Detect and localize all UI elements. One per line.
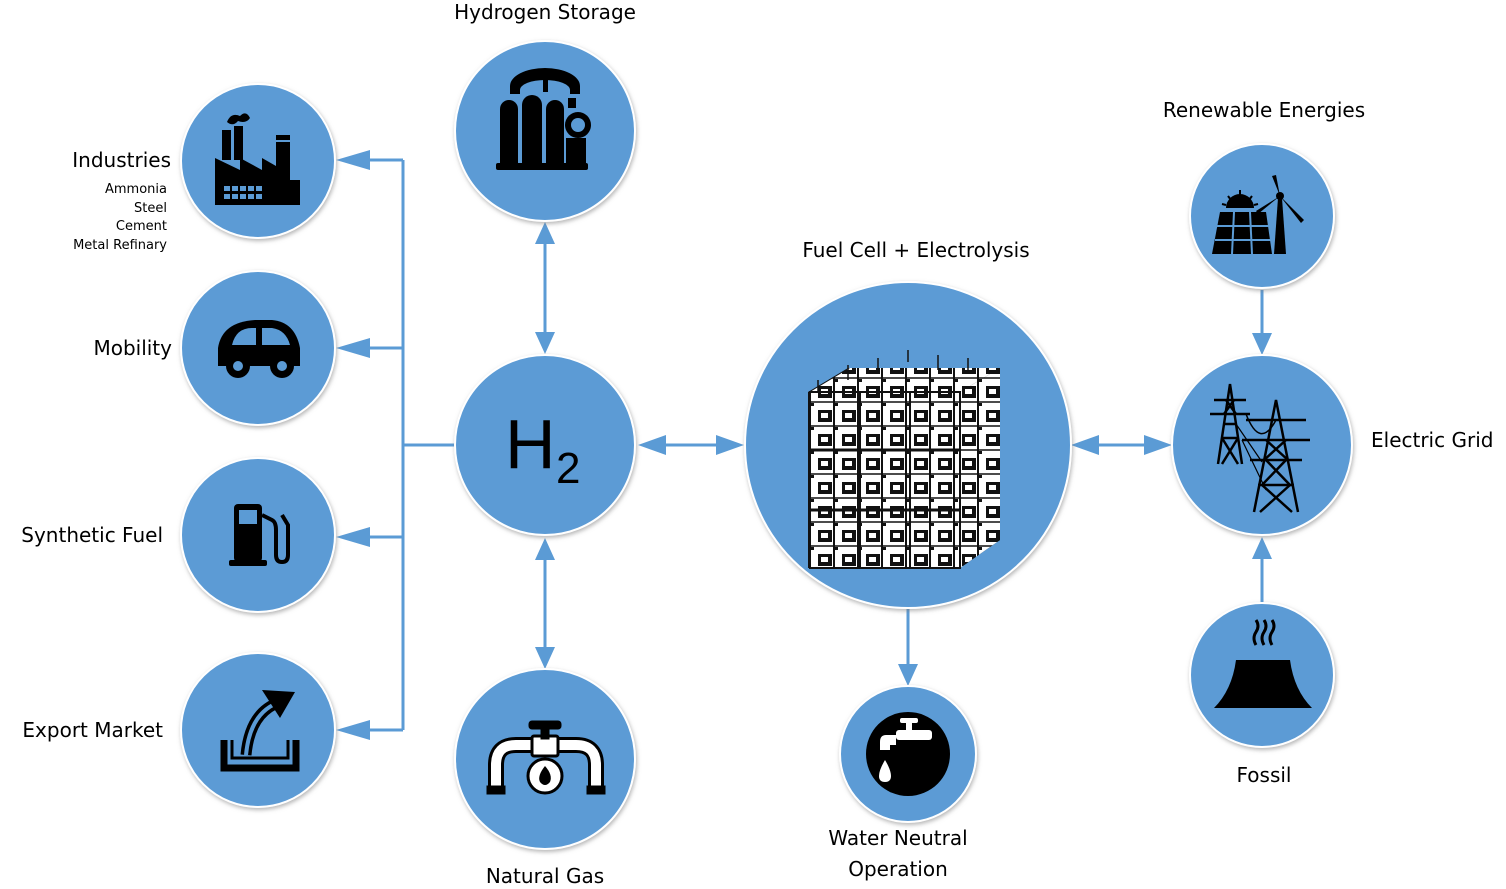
arrowhead-naturalgas-down	[535, 647, 555, 669]
node-export-market	[180, 652, 336, 808]
grid-label: Electric Grid	[1371, 428, 1494, 452]
industries-subitem-steel: Steel	[134, 200, 167, 216]
solar-wind-icon	[1212, 175, 1304, 255]
fossil-label: Fossil	[1236, 763, 1292, 787]
arrowhead-grid-down	[1252, 333, 1272, 355]
water-label-line1: Water Neutral	[828, 826, 968, 850]
industries-subitem-ammonia: Ammonia	[105, 182, 167, 197]
arrowheads	[336, 150, 1272, 740]
water-tap-icon	[866, 712, 950, 796]
node-h2	[454, 354, 636, 536]
arrowhead-fuelcell-right	[716, 435, 744, 455]
fuel-cell-stack-icon	[808, 350, 1000, 569]
arrowhead-water-down	[898, 664, 918, 686]
fuel-cell-label: Fuel Cell + Electrolysis	[802, 238, 1030, 262]
factory-icon	[215, 113, 300, 205]
industries-subitems: Ammonia Steel Cement Metal Refinary	[73, 181, 167, 255]
industries-subitem-metal-refinary: Metal Refinary	[73, 237, 167, 253]
arrowhead-mobility	[336, 338, 370, 358]
arrowhead-h2-up	[535, 538, 555, 560]
arrowhead-fuelcell-left	[1071, 435, 1099, 455]
transmission-tower-icon	[1210, 383, 1310, 513]
arrowhead-synthetic-fuel	[336, 527, 370, 547]
h2-symbol: H 2	[505, 405, 580, 493]
fuel-pump-icon	[229, 504, 290, 566]
hydrogen-storage-label: Hydrogen Storage	[454, 0, 636, 24]
water-label-line2: Operation	[848, 857, 948, 881]
arrowhead-h2-left	[638, 435, 666, 455]
car-icon	[218, 320, 300, 378]
arrowhead-storage-up	[535, 222, 555, 244]
cooling-tower-icon	[1214, 619, 1312, 708]
export-market-label: Export Market	[22, 718, 163, 742]
arrowhead-export-market	[336, 720, 370, 740]
node-industries	[180, 83, 336, 239]
industries-subitem-cement: Cement	[115, 219, 167, 234]
arrowhead-industries	[336, 150, 370, 170]
industries-label: Industries	[72, 148, 171, 172]
gas-cylinders-icon	[496, 68, 591, 170]
synthetic-fuel-label: Synthetic Fuel	[21, 523, 163, 547]
arrowhead-grid-up	[1252, 537, 1272, 559]
gas-pipe-valve-icon	[486, 720, 606, 795]
svg-text:2: 2	[556, 444, 580, 493]
export-arrow-icon	[220, 690, 300, 772]
natural-gas-label: Natural Gas	[485, 864, 605, 888]
renewables-label: Renewable Energies	[1162, 98, 1366, 122]
arrowhead-h2-down	[535, 332, 555, 354]
svg-text:H: H	[505, 405, 556, 483]
arrowhead-grid-right	[1144, 435, 1172, 455]
node-hydrogen-storage	[454, 40, 636, 222]
mobility-label: Mobility	[93, 336, 172, 360]
node-grid	[1171, 354, 1353, 536]
